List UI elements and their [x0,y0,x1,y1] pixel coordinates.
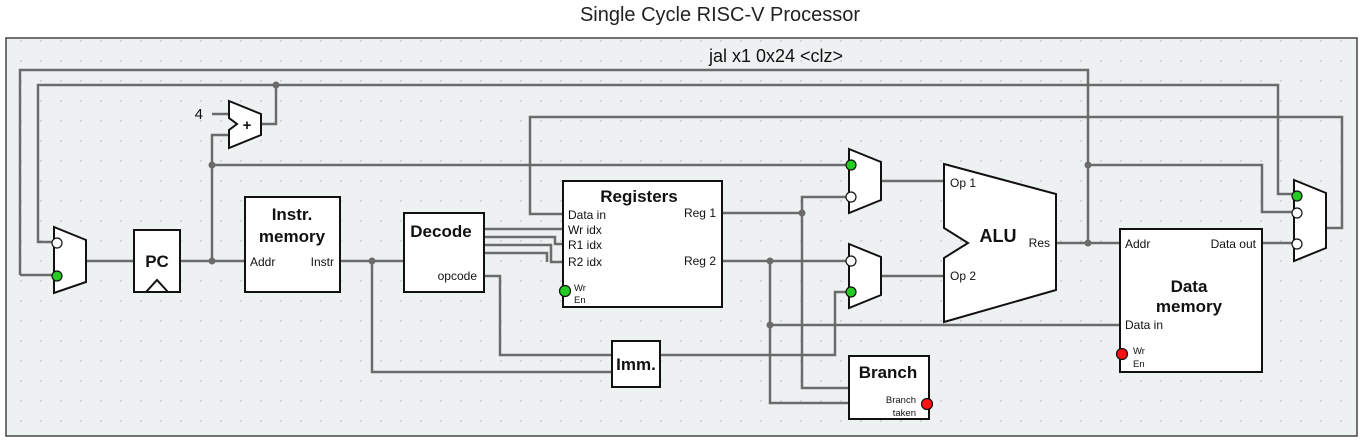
wire-junctions [208,81,1092,329]
immediate-generator[interactable]: Imm. [611,340,661,388]
registers-data-in-port: Data in [568,208,606,222]
alu-op2-port: Op 2 [950,269,976,283]
constant-four: 4 [195,106,203,123]
pc-mux-input-0 [51,237,63,249]
instr-memory-instr-port: Instr [311,255,334,269]
registers-reg2-port: Reg 2 [684,254,716,268]
imm-title: Imm. [616,355,656,374]
alu-res-port: Res [1029,236,1050,250]
alu-op1-port: Op 1 [950,176,976,190]
data-memory-en-label: En [1133,359,1145,370]
pc-adder[interactable]: + [228,99,262,150]
data-memory-title-2: memory [1156,297,1223,316]
branch-taken-label-2: taken [893,408,916,419]
pc-mux-input-1-active [51,270,63,282]
alu[interactable]: ALU Op 1 Op 2 Res [943,162,1057,324]
register-file[interactable]: Registers Data in Wr idx R1 idx R2 idx R… [558,180,723,308]
registers-r2-idx-port: R2 idx [568,255,602,269]
branch-title: Branch [859,363,918,382]
adder-symbol: + [243,117,252,134]
branch-taken-indicator [920,397,934,411]
data-memory-write-enable-indicator [1115,347,1129,361]
current-instruction: jal x1 0x24 <clz> [708,46,843,66]
op1-mux-input-0-active [845,159,857,171]
decode-title: Decode [410,222,471,241]
writeback-mux[interactable] [1291,178,1327,263]
registers-r1-idx-port: R1 idx [568,238,602,252]
data-memory[interactable]: Addr Data out Data memory Data in Wr En [1115,228,1263,373]
op1-mux-input-1 [845,191,857,203]
alu-title: ALU [980,226,1017,246]
writeback-mux-input-0-active [1291,190,1303,202]
branch-unit[interactable]: Branch Branch taken [848,355,934,420]
pc-mux[interactable] [51,225,87,295]
data-memory-data-in-port: Data in [1125,318,1163,332]
data-memory-addr-port: Addr [1125,237,1150,251]
data-memory-wr-label: Wr [1133,346,1145,357]
clock-triangle-icon [145,278,169,293]
data-memory-title-1: Data [1171,277,1208,296]
branch-taken-label-1: Branch [886,395,916,406]
data-memory-data-out-port: Data out [1211,237,1257,251]
op1-mux[interactable] [845,147,882,215]
registers-write-enable-indicator [558,284,572,298]
wires [18,68,1344,405]
writeback-mux-input-2 [1291,238,1303,250]
op2-mux-input-1-active [845,286,857,298]
registers-wr-label: Wr [574,283,586,294]
op2-mux-input-0 [845,255,857,267]
registers-title: Registers [600,187,677,206]
pc-register[interactable]: PC [133,229,181,293]
registers-reg1-port: Reg 1 [684,206,716,220]
instr-memory-title-1: Instr. [272,205,313,224]
decode-unit[interactable]: Decode opcode [403,212,485,293]
page-title: Single Cycle RISC-V Processor [579,4,861,26]
registers-wr-idx-port: Wr idx [568,223,602,237]
instr-memory-title-2: memory [259,227,326,246]
pc-label: PC [145,252,169,271]
decode-opcode-port: opcode [438,269,478,283]
instr-memory-addr-port: Addr [250,255,275,269]
registers-en-label: En [574,295,586,306]
instruction-memory[interactable]: Instr. memory Addr Instr [244,196,341,293]
writeback-mux-input-1 [1291,207,1303,219]
op2-mux[interactable] [845,242,882,310]
